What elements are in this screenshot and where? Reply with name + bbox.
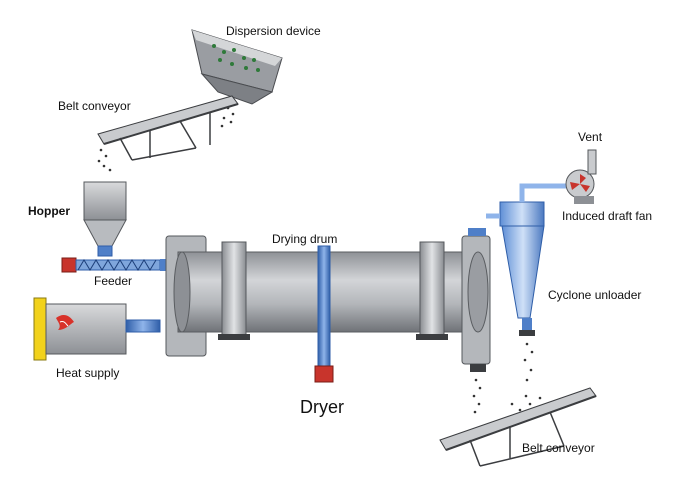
label-belt-conveyor-bottom: Belt conveyor xyxy=(522,441,595,455)
feeder xyxy=(61,257,168,273)
dispersion-device xyxy=(191,29,283,128)
cyclone-unloader xyxy=(486,201,545,382)
drying-drum xyxy=(165,228,491,414)
label-dryer: Dryer xyxy=(300,397,344,417)
hopper xyxy=(83,181,127,257)
flame-icon xyxy=(56,315,74,330)
belt-conveyor-bottom xyxy=(439,387,597,467)
fan-icon xyxy=(570,174,590,192)
belt-conveyor-top xyxy=(97,95,239,172)
label-belt-conveyor-top: Belt conveyor xyxy=(58,99,131,113)
label-heat-supply: Heat supply xyxy=(56,366,120,380)
motor-icon xyxy=(314,365,334,383)
label-induced-draft-fan: Induced draft fan xyxy=(562,209,653,223)
label-feeder: Feeder xyxy=(94,274,133,288)
motor-icon xyxy=(61,257,77,273)
label-dispersion-device: Dispersion device xyxy=(226,24,321,38)
label-vent: Vent xyxy=(578,130,603,144)
heat-supply xyxy=(33,297,161,361)
label-hopper: Hopper xyxy=(28,204,70,218)
induced-draft-fan xyxy=(519,149,597,204)
label-cyclone-unloader: Cyclone unloader xyxy=(548,288,642,302)
label-drying-drum: Drying drum xyxy=(272,232,338,246)
